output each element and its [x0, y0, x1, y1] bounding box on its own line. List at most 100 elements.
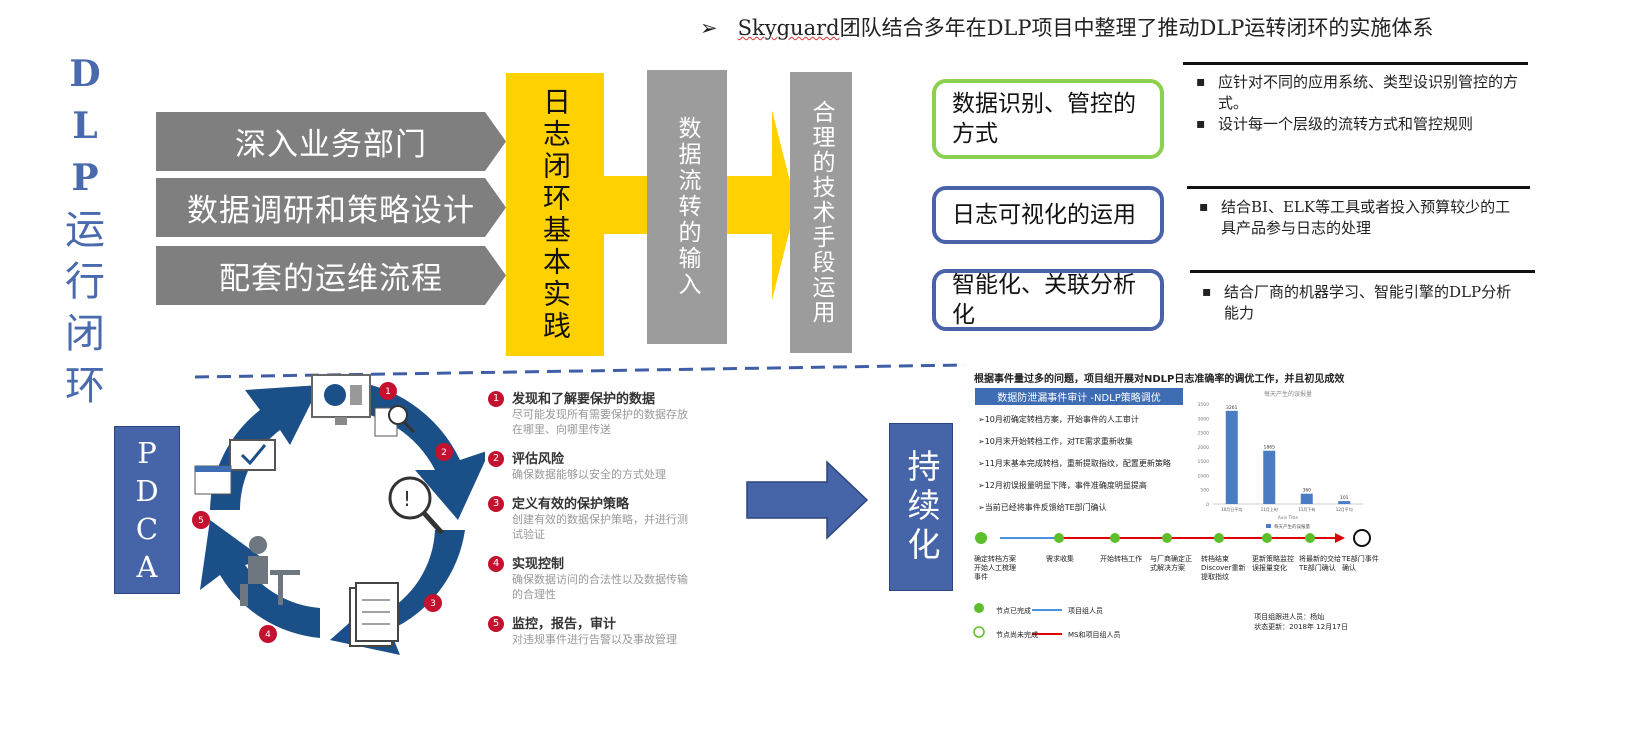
pdca-steps: 1 发现和了解要保护的数据 尽可能发现所有需要保护的数据存放在哪里、向哪里传送 … [488, 388, 688, 658]
milestone: 将最新的交给TE部门确认 [1299, 555, 1341, 572]
bar [1263, 450, 1276, 504]
step-desc: 确保数据访问的合法性以及数据传输的合理性 [512, 573, 688, 601]
category-label: 智能化、关联分析化 [952, 272, 1136, 328]
legend-label: 节点已完成 [996, 607, 1031, 615]
bullet-item: 结合厂商的机器学习、智能引擎的DLP分析能力 [1202, 282, 1526, 324]
x-axis-label: Axis Title [1278, 515, 1299, 521]
category-label: 数据识别、管控的方式 [952, 91, 1136, 147]
pdca-step: 3 定义有效的保护策略 创建有效的数据保护策略，并进行测试验证 [488, 493, 688, 542]
milestone: 需求收集 [1046, 555, 1074, 563]
legend-swatch [1266, 524, 1271, 528]
data-label: 360 [1302, 488, 1311, 494]
milestone: 开始转档工作 [1100, 555, 1142, 563]
vertical-title: D L P 运 行 闭 环 [55, 48, 115, 412]
dashed-separator [194, 363, 966, 379]
cycle-badge: 4 [265, 630, 271, 640]
y-tick-label: 0 [1206, 502, 1209, 508]
x-tick-label: 11月上旬 [1261, 506, 1278, 512]
milestone: 更新策略监控误报量变化 [1252, 555, 1294, 572]
legend-label: 节点尚未完成 [996, 631, 1038, 639]
pdca-step: 1 发现和了解要保护的数据 尽可能发现所有需要保护的数据存放在哪里、向哪里传送 [488, 388, 688, 437]
core-practice-label: 日志闭环基本实践 [539, 86, 572, 343]
data-label: 3261 [1226, 405, 1238, 411]
blue-right-arrow [746, 460, 869, 540]
y-tick-label: 1000 [1198, 473, 1210, 479]
search-doc-icon [374, 405, 416, 437]
cycle-badge: 5 [198, 516, 204, 526]
category-log-visualization: 日志可视化的运用 [932, 186, 1164, 244]
y-tick-label: 3500 [1198, 402, 1210, 408]
bullets-identify: 应针对不同的应用系统、类型设识别管控的方式。 设计每一个层级的流转方式和管控规则 [1190, 72, 1520, 135]
y-tick-label: 1500 [1198, 459, 1210, 465]
timeline [975, 529, 1371, 547]
milestone: 确定转档方案开始人工梳理事件 [974, 555, 1016, 581]
bullets-intelligent: 结合厂商的机器学习、智能引擎的DLP分析能力 [1196, 282, 1526, 324]
category-label: 日志可视化的运用 [952, 202, 1136, 228]
input-arrow-research: 数据调研和策略设计 [156, 178, 506, 237]
tech-means-box: 合理的技术手段运用 [790, 72, 852, 353]
step-desc: 创建有效的数据保护策略，并进行测试验证 [512, 513, 688, 541]
step-number: 4 [488, 556, 504, 572]
bar [1338, 501, 1351, 504]
step-title: 评估风险 [512, 452, 565, 467]
milestone: 转档结束Discover重新提取指纹 [1201, 555, 1246, 581]
pdca-cycle-diagram: ! 1 2 3 4 5 [192, 374, 485, 655]
data-input-box: 数据流转的输入 [647, 70, 727, 344]
report-panel: 根据事件量过多的问题，项目组开展对NDLP日志准确率的调优工作，并且初见成效 数… [970, 366, 1380, 644]
data-label: 1865 [1264, 445, 1276, 451]
tech-means-label: 合理的技术手段运用 [808, 100, 834, 325]
input-arrow-business: 深入业务部门 [156, 112, 506, 171]
step-number: 5 [488, 616, 504, 632]
report-banner: 数据防泄漏事件审计 -NDLP策略调优 [975, 388, 1183, 405]
title-letter: P [71, 157, 99, 199]
x-tick-label: 11月下旬 [1298, 506, 1315, 512]
cycle-badge: 1 [385, 387, 391, 397]
step-desc: 确保数据能够以安全的方式处理 [512, 468, 666, 481]
calendar-monitor-icon [194, 439, 276, 495]
chart-title: 每天产生的误报量 [1264, 390, 1312, 398]
step-number: 2 [488, 451, 504, 467]
cycle-segment [210, 385, 320, 510]
bar [1225, 410, 1238, 504]
pdca-label: PDCA [135, 436, 159, 584]
step-desc: 对违规事件进行告警以及事故管理 [512, 633, 677, 646]
bullet-item: 应针对不同的应用系统、类型设识别管控的方式。 [1196, 72, 1520, 114]
data-label: 101 [1340, 495, 1349, 501]
cycle-segment [200, 520, 320, 638]
title-char: 行 [65, 259, 105, 305]
divider-line [1183, 62, 1528, 65]
step-number: 1 [488, 391, 504, 407]
report-item: ➢10月末开始转档工作，对TE需求重新收集 [978, 437, 1133, 446]
alert-magnifier-icon: ! [388, 476, 444, 535]
header-bullet: ➢ [700, 16, 718, 40]
y-tick-label: 500 [1200, 488, 1209, 494]
cycle-badge: 2 [441, 448, 447, 458]
y-tick-label: 2500 [1198, 431, 1210, 437]
header-text: 团队结合多年在DLP项目中整理了推动DLP运转闭环的实施体系 [839, 16, 1434, 40]
y-tick-label: 3000 [1198, 416, 1210, 422]
x-tick-label: 10月日平均 [1221, 506, 1242, 512]
category-intelligent-analysis: 智能化、关联分析化 [932, 269, 1164, 331]
step-number: 3 [488, 496, 504, 512]
title-letter: L [72, 105, 98, 147]
cycle-end-icon [1353, 529, 1371, 547]
bullets-visualization: 结合BI、ELK等工具或者投入预算较少的工具产品参与日志的处理 [1193, 197, 1523, 239]
report-title: 根据事件量过多的问题，项目组开展对NDLP日志准确率的调优工作，并且初见成效 [974, 374, 1345, 385]
pdca-step: 4 实现控制 确保数据访问的合法性以及数据传输的合理性 [488, 553, 688, 602]
step-title: 发现和了解要保护的数据 [512, 392, 656, 407]
divider-line [1190, 270, 1535, 273]
legend-markers [973, 603, 1062, 638]
bullet-item: 结合BI、ELK等工具或者投入预算较少的工具产品参与日志的处理 [1199, 197, 1523, 239]
owner-text: 项目组跟进人员：杨灿 [1254, 613, 1325, 621]
header: ➢ Skyguard团队结合多年在DLP项目中整理了推动DLP运转闭环的实施体系 [700, 12, 1433, 42]
title-letter: D [69, 53, 101, 95]
divider-line [1187, 186, 1530, 189]
analytics-icon [311, 374, 371, 425]
report-owner: 项目组跟进人员：杨灿 状态更新：2018年 12月17日 [1254, 612, 1348, 632]
pdca-step: 2 评估风险 确保数据能够以安全的方式处理 [488, 448, 688, 482]
y-tick-label: 2000 [1198, 445, 1210, 451]
continuous-box: 持续化 [889, 423, 953, 591]
core-practice-box: 日志闭环基本实践 [506, 73, 604, 356]
x-tick-label: 12月平均 [1336, 506, 1353, 512]
data-input-label: 数据流转的输入 [674, 116, 700, 298]
